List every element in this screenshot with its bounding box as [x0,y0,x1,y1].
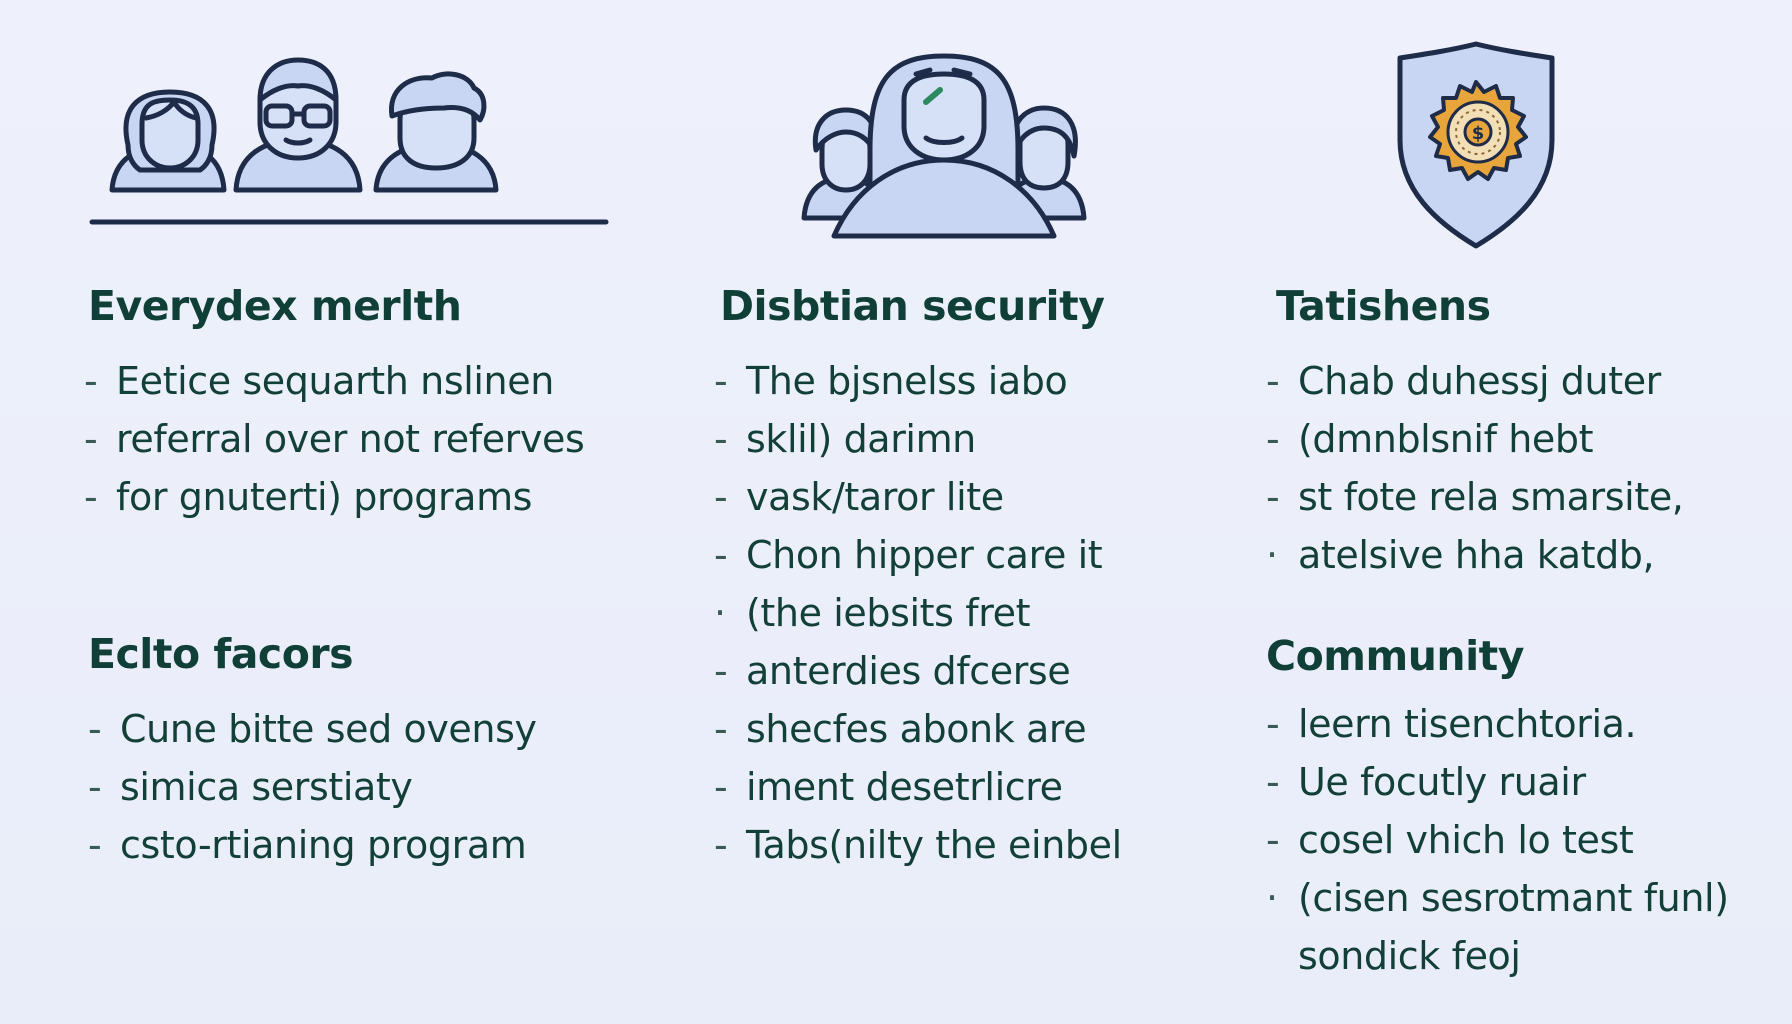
list-item: vask/taror lite [714,468,1122,526]
svg-text:$: $ [1472,123,1485,144]
bullet-list: leern tisenchtoria. Ue focutly ruair cos… [1266,695,1729,985]
list-item: referral over not referves [84,410,585,468]
bullet-list: The bjsnelss iabo sklil) darimn vask/tar… [714,352,1122,874]
list-item: The bjsnelss iabo [714,352,1122,410]
list-item: (the iebsits fret [714,584,1122,642]
section-heading: Disbtian security [720,282,1105,330]
list-item: Chab duhessj duter [1266,352,1684,410]
bullet-list: Cune bitte sed ovensy simica serstiaty c… [88,700,537,874]
section-heading: Everydex merlth [88,282,462,330]
section-heading: Eclto facors [88,630,354,678]
list-item: iment desetrlicre [714,758,1122,816]
list-item: shecfes abonk are [714,700,1122,758]
list-item: simica serstiaty [88,758,537,816]
section-heading: Tatishens [1276,282,1491,330]
security-group-icon [801,53,1087,239]
column-tatishens: $ Tatishens Chab duhessj duter (dmnblsni… [1266,0,1766,1024]
bullet-list: Chab duhessj duter (dmnblsnif hebt st fo… [1266,352,1684,584]
people-group-icon [89,57,609,225]
list-item: Tabs(nilty the einbel [714,816,1122,874]
list-item: Ue focutly ruair [1266,753,1729,811]
list-item: sklil) darimn [714,410,1122,468]
bullet-list: Eetice sequarth nslinen referral over no… [84,352,585,526]
list-item: Cune bitte sed ovensy [88,700,537,758]
list-item: csto-rtianing program [88,816,537,874]
list-item: leern tisenchtoria. [1266,695,1729,753]
list-item: st fote rela smarsite, [1266,468,1684,526]
list-item: for gnuterti) programs [84,468,584,526]
list-item: (dmnblsnif hebt [1266,410,1684,468]
column-security: Disbtian security The bjsnelss iabo skli… [714,0,1184,1024]
list-item: cosel vhich lo test [1266,811,1729,869]
list-item: sondick feoj [1298,934,1521,978]
column-everyday-health: Everydex merlth Eetice sequarth nslinen … [84,0,644,1024]
list-item: (cisen sesrotmant funl) [1266,869,1729,927]
list-item: Chon hipper care it [714,526,1122,584]
list-item: atelsive hha katdb, [1266,526,1684,584]
list-item: Eetice sequarth nslinen [84,352,584,410]
shield-badge-icon: $ [1397,41,1555,249]
list-item: anterdies dfcerse [714,642,1122,700]
section-heading: Community [1266,632,1524,680]
